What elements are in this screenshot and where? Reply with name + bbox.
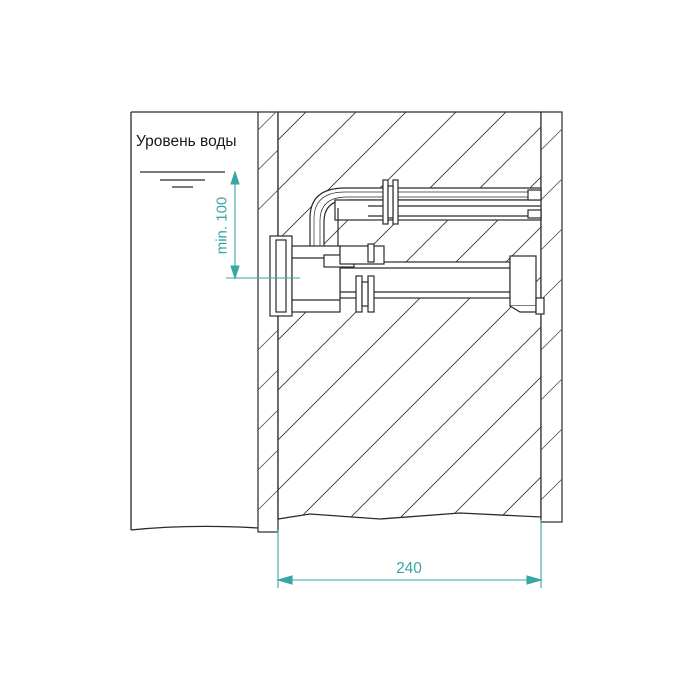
inlet-nozzle [269, 235, 385, 317]
upper-pipe-flange [382, 179, 399, 225]
wall-width-dimension [275, 520, 544, 588]
lower-pipe-flange [355, 243, 375, 313]
upper-pipe-end-cap [527, 189, 542, 219]
water-level-label: Уровень воды [136, 133, 237, 150]
pool-basin [130, 111, 259, 531]
outer-wall-layer [540, 111, 563, 523]
min-depth-text: min. 100 [213, 196, 231, 255]
lower-pipe [339, 255, 545, 315]
wall-width-label: 240 [396, 560, 422, 577]
water-level-symbol [140, 171, 225, 188]
min-depth-dimension [226, 170, 300, 280]
pool-lining [257, 111, 279, 533]
